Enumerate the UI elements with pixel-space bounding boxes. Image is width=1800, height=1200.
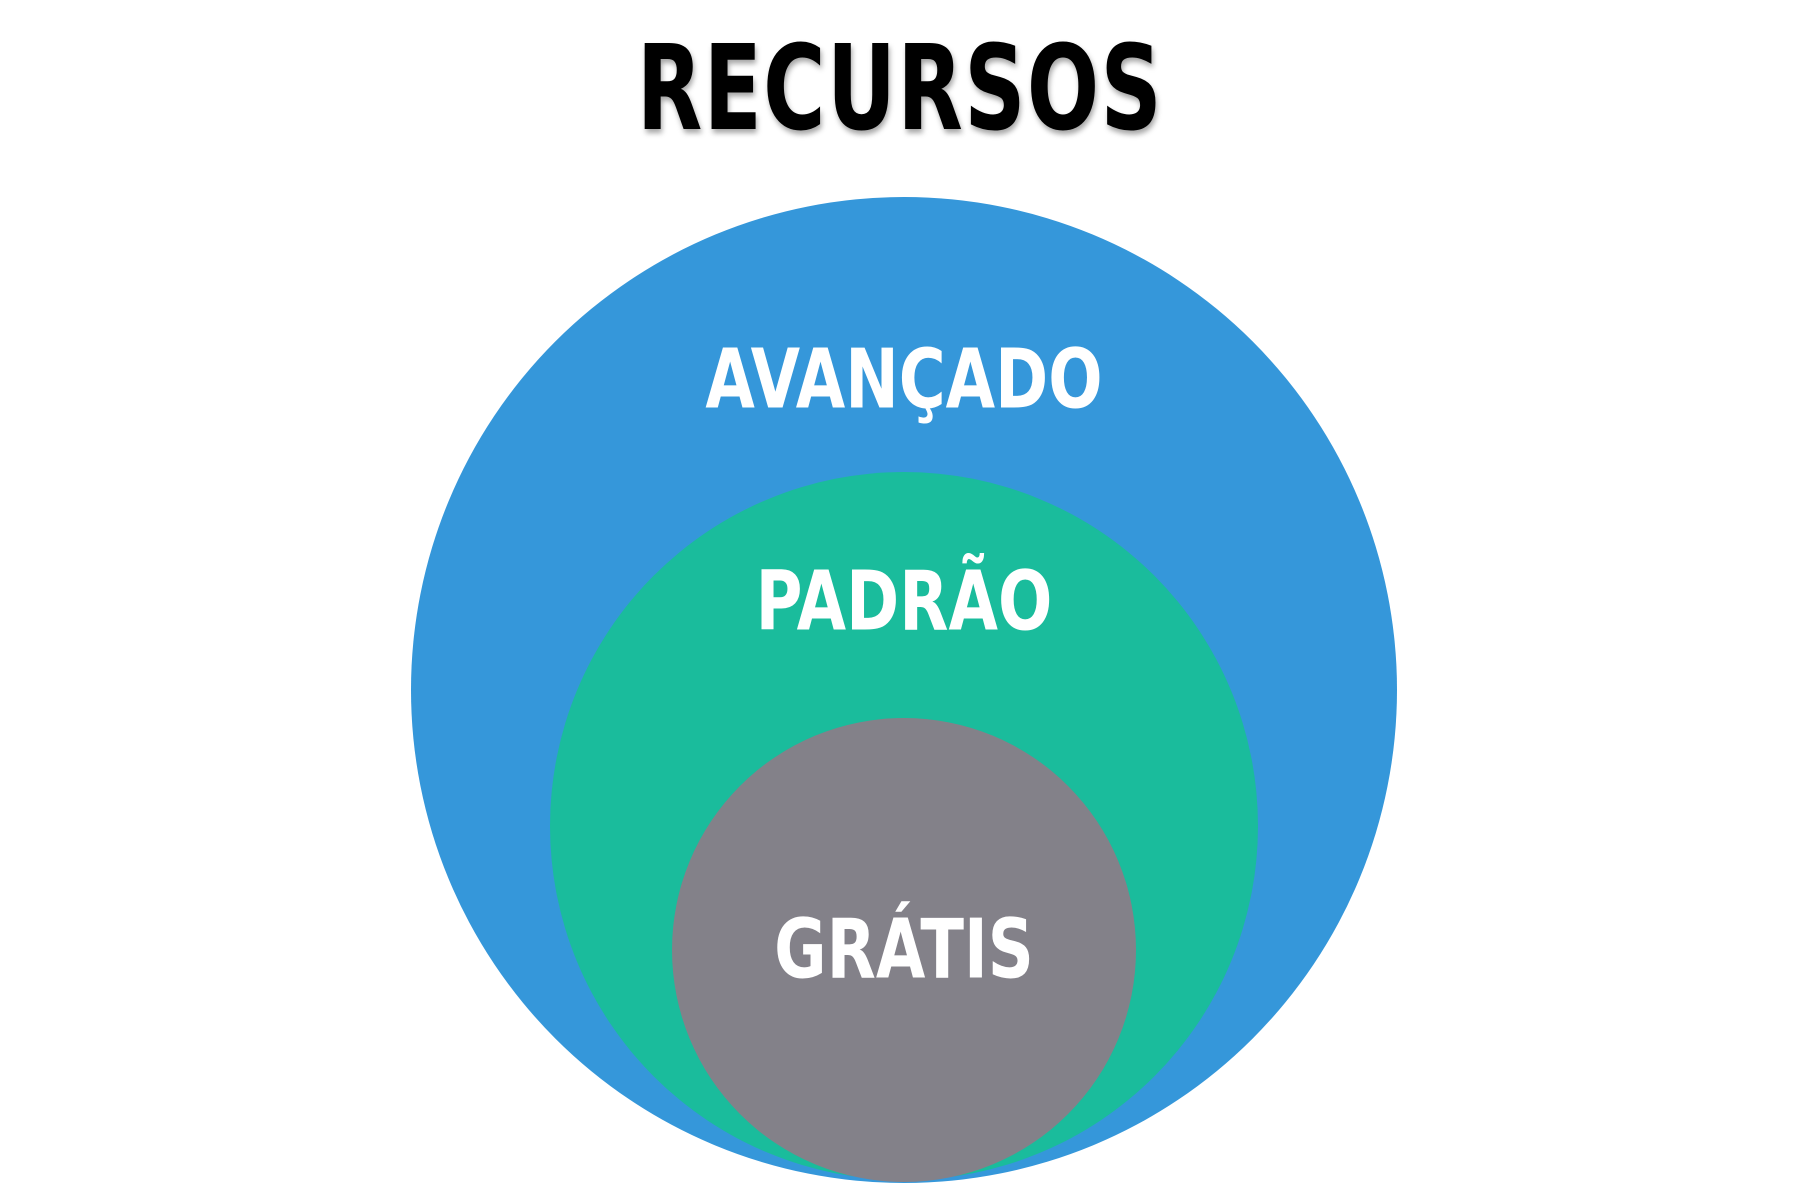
diagram-title: RECURSOS [636,19,1164,157]
circle-gratis [672,718,1136,1182]
label-padrao: PADRÃO [756,552,1053,649]
label-avancado: AVANÇADO [705,333,1102,428]
label-gratis: GRÁTIS [774,901,1034,997]
